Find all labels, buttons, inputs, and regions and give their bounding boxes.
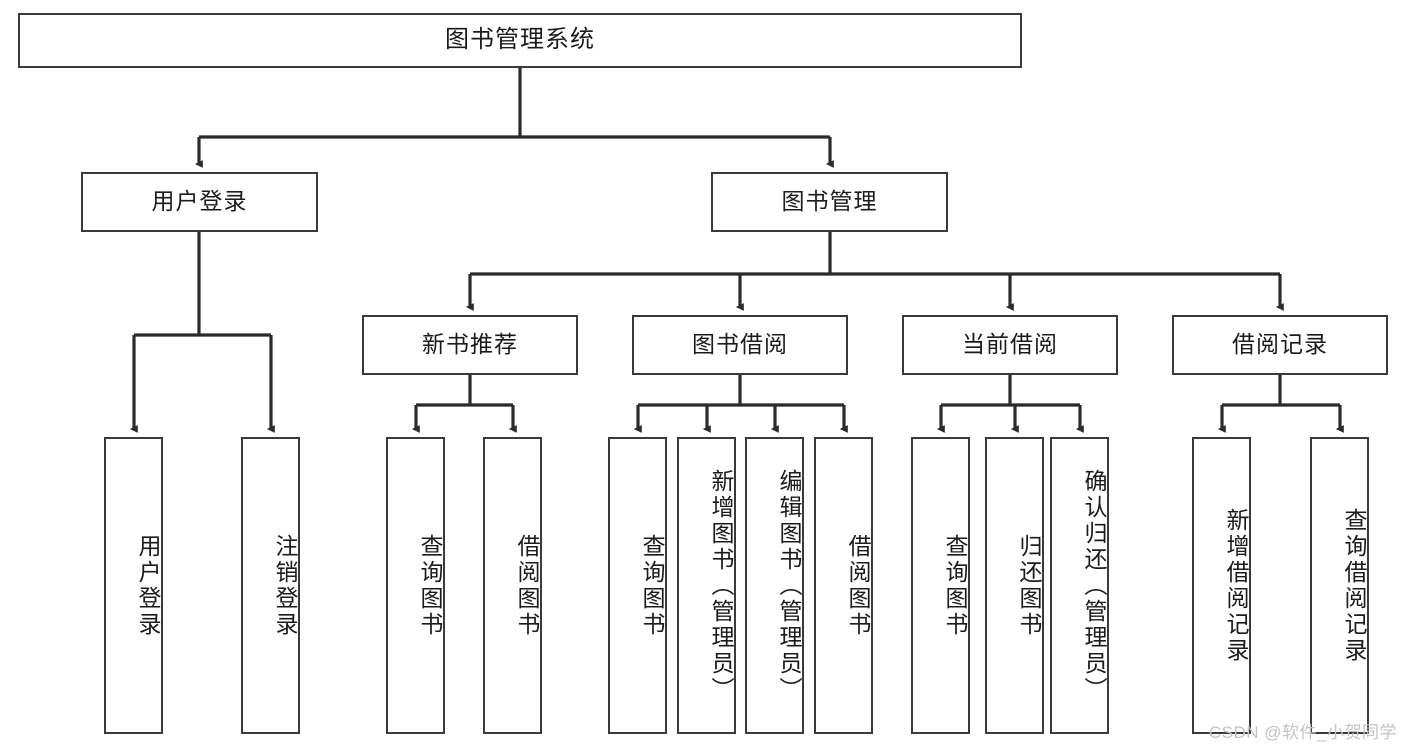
leaf-query-book-borrow[interactable]: 查询图书 [608, 437, 667, 734]
leaf-confirm-return-admin[interactable]: 确认归还（管理员） [1050, 437, 1109, 734]
node-user-login[interactable]: 用户登录 [81, 172, 318, 232]
leaf-add-book-admin[interactable]: 新增图书（管理员） [677, 437, 736, 734]
leaf-query-book-recommend[interactable]: 查询图书 [386, 437, 445, 734]
leaf-edit-book-admin[interactable]: 编辑图书（管理员） [745, 437, 804, 734]
node-borrow-record[interactable]: 借阅记录 [1172, 315, 1388, 375]
leaf-user-login[interactable]: 用户登录 [104, 437, 163, 734]
csdn-watermark: CSDN @软件_小贺同学 [1208, 723, 1397, 742]
leaf-query-book-current[interactable]: 查询图书 [911, 437, 970, 734]
node-book-borrow[interactable]: 图书借阅 [632, 315, 848, 375]
leaf-query-borrow-record[interactable]: 查询借阅记录 [1310, 437, 1369, 734]
leaf-logout[interactable]: 注销登录 [241, 437, 300, 734]
leaf-return-book[interactable]: 归还图书 [985, 437, 1044, 734]
leaf-add-borrow-record[interactable]: 新增借阅记录 [1192, 437, 1251, 734]
node-current-borrow[interactable]: 当前借阅 [902, 315, 1118, 375]
node-new-book-recommend[interactable]: 新书推荐 [362, 315, 578, 375]
node-root-library-system[interactable]: 图书管理系统 [18, 13, 1022, 68]
leaf-borrow-book-recommend[interactable]: 借阅图书 [483, 437, 542, 734]
node-book-management[interactable]: 图书管理 [711, 172, 948, 232]
leaf-borrow-book[interactable]: 借阅图书 [814, 437, 873, 734]
